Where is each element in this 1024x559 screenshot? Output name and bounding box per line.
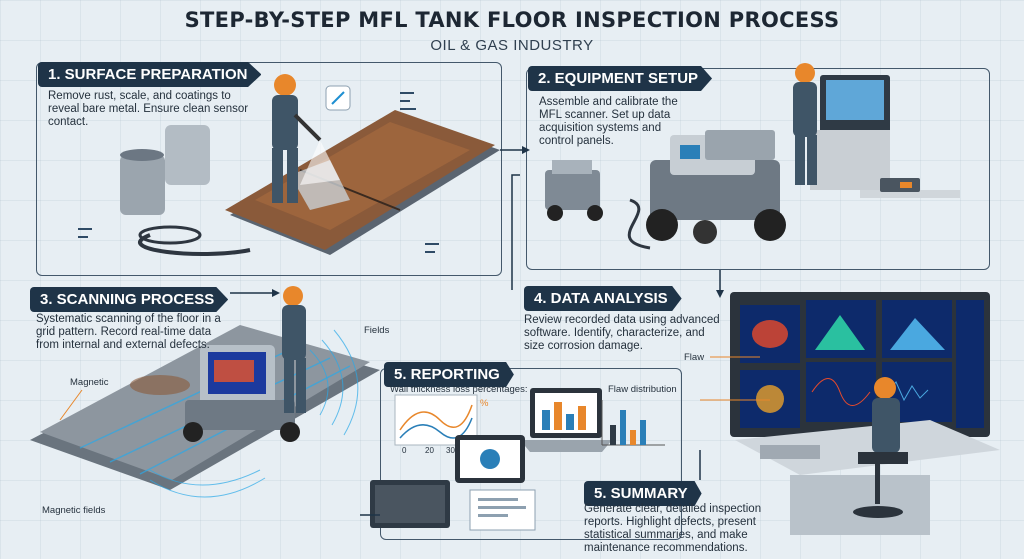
flaw-distribution-bars bbox=[601, 400, 665, 446]
tablet-illustration bbox=[455, 435, 525, 483]
axis-tick-0: 0 bbox=[402, 446, 407, 455]
control-station-illustration bbox=[810, 75, 960, 198]
wall-thickness-annotation: Wall thickness loss percentages: bbox=[390, 384, 528, 395]
worker-4-illustration bbox=[853, 377, 908, 518]
step-4-label: 4. DATA ANALYSIS bbox=[524, 286, 682, 311]
step-2-label: 2. EQUIPMENT SETUP bbox=[528, 66, 713, 91]
desk-illustration bbox=[735, 420, 1000, 535]
percent-annotation: % bbox=[480, 398, 489, 409]
leader-lines bbox=[59, 356, 770, 421]
step-3-label: 3. SCANNING PROCESS bbox=[30, 287, 229, 312]
page-subtitle: OIL & GAS INDUSTRY bbox=[430, 37, 594, 54]
step-5-reporting-label: 5. REPORTING bbox=[384, 362, 514, 387]
step-5-summary-description: Generate clear, detailed inspection repo… bbox=[584, 503, 762, 554]
step-1-label: 1. SURFACE PREPARATION bbox=[38, 62, 262, 87]
binder-illustration bbox=[370, 480, 450, 528]
axis-tick-30: 30 bbox=[446, 446, 455, 455]
legend-markers-1 bbox=[78, 92, 439, 253]
step-3-description: Systematic scanning of the floor in a gr… bbox=[36, 313, 221, 351]
magnetic-fields-annotation: Magnetic fields bbox=[42, 505, 106, 516]
mfl-scanner-illustration bbox=[627, 130, 786, 250]
axis-tick-20: 20 bbox=[425, 446, 434, 455]
magnetic-annotation: Magnetic bbox=[70, 377, 109, 388]
spray-icon bbox=[325, 85, 351, 111]
vacuum-cleaner-illustration bbox=[120, 125, 251, 257]
flaw-annotation: Flaw bbox=[684, 352, 705, 363]
panel-surface-preparation bbox=[36, 62, 502, 276]
step-4-description: Review recorded data using advanced soft… bbox=[524, 314, 720, 352]
magnetic-field-waves bbox=[149, 329, 359, 498]
laptop-illustration bbox=[520, 388, 612, 452]
flaw-distribution-annotation: Flaw distribution bbox=[608, 384, 677, 395]
flow-arrows bbox=[230, 149, 721, 516]
step-2-description: Assemble and calibrate the MFL scanner. … bbox=[539, 96, 678, 147]
worker-3-illustration bbox=[282, 286, 306, 413]
cart-illustration bbox=[545, 160, 603, 221]
arrow-heads bbox=[272, 146, 724, 298]
worker-1-illustration bbox=[272, 74, 340, 203]
page-title: STEP-BY-STEP MFL TANK FLOOR INSPECTION P… bbox=[184, 8, 840, 32]
scanner-device-illustration bbox=[183, 345, 300, 442]
step-1-description: Remove rust, scale, and coatings to reve… bbox=[48, 90, 249, 128]
panel-equipment-setup bbox=[526, 68, 990, 270]
monitor-wall-illustration bbox=[730, 292, 990, 437]
panel-reporting bbox=[380, 368, 682, 540]
step-5-summary-label: 5. SUMMARY bbox=[584, 481, 702, 506]
steel-plate-illustration bbox=[225, 110, 500, 255]
clipboard-illustration bbox=[469, 489, 536, 531]
fields-annotation: Fields bbox=[364, 325, 390, 336]
worker-2-illustration bbox=[793, 63, 817, 185]
